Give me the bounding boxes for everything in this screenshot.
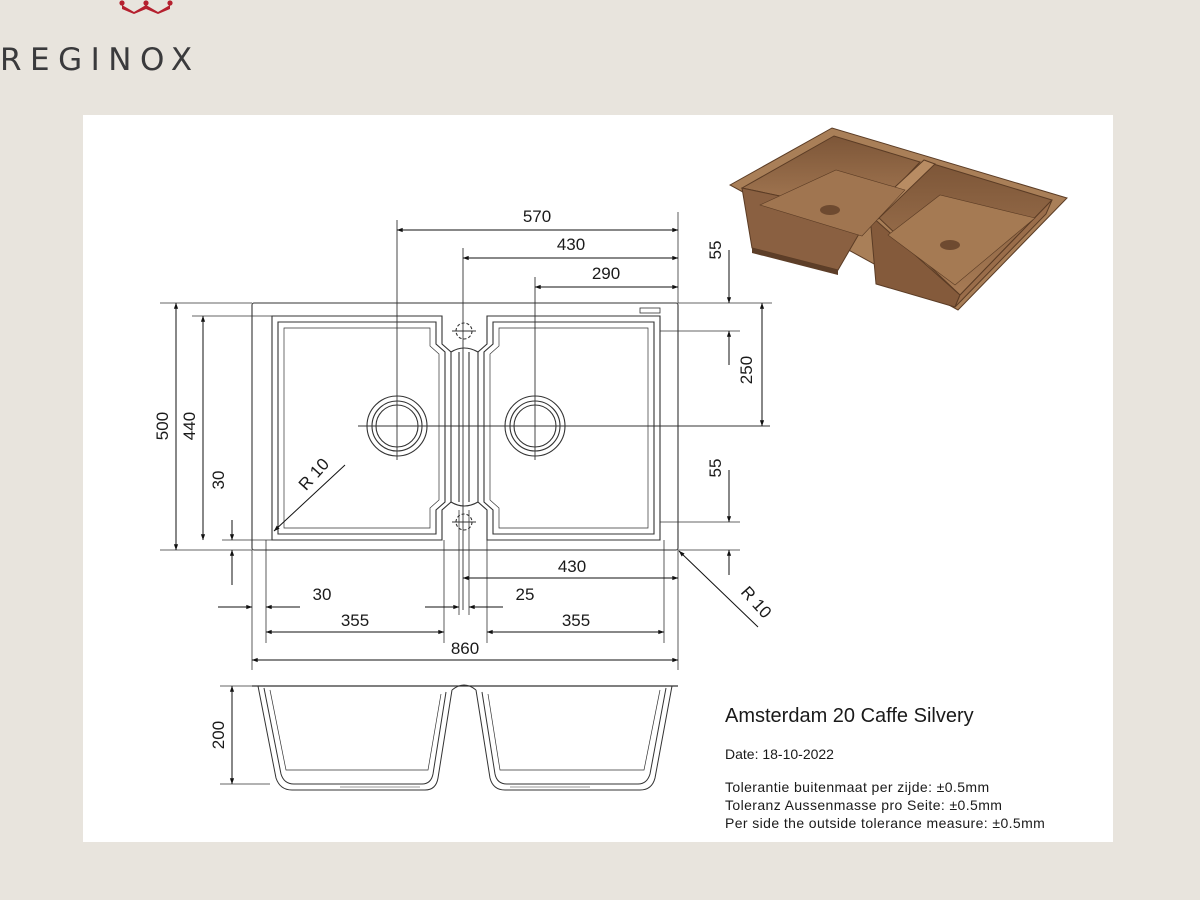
dim-radius-inner: R 10 [295, 455, 333, 494]
sink-plan-view [251, 302, 679, 551]
dimension-lines [173, 227, 765, 785]
brand-wordmark: REGINOX [0, 42, 201, 78]
title-block: Amsterdam 20 Caffe Silvery Date: 18-10-2… [725, 705, 1045, 832]
left-bowl-outline [271, 315, 452, 541]
sink-outer-rim [251, 302, 679, 551]
tolerance-de: Toleranz Aussenmasse pro Seite: ±0.5mm [725, 797, 1003, 813]
dim-430-top: 430 [557, 235, 585, 254]
dim-440: 440 [180, 412, 199, 440]
crown-icon [119, 0, 173, 14]
dim-30-bottom: 30 [313, 585, 332, 604]
dim-355-left: 355 [341, 611, 369, 630]
dim-430-bottom: 430 [558, 557, 586, 576]
brand-logo: REGINOX [0, 0, 300, 85]
dim-250: 250 [737, 356, 756, 384]
dim-200: 200 [209, 721, 228, 749]
dim-860: 860 [451, 639, 479, 658]
tolerance-nl: Tolerantie buitenmaat per zijde: ±0.5mm [725, 779, 990, 795]
drawing-sheet: 570 430 290 500 440 30 55 250 55 R 10 R … [83, 115, 1113, 842]
dimension-labels: 570 430 290 500 440 30 55 250 55 R 10 R … [153, 207, 775, 749]
dim-30-left: 30 [209, 471, 228, 490]
extension-lines [160, 212, 772, 785]
dim-500: 500 [153, 412, 172, 440]
center-lines [358, 220, 770, 610]
dim-355-right: 355 [562, 611, 590, 630]
sink-3d-render [728, 127, 1068, 311]
dim-55-top: 55 [706, 241, 725, 260]
dim-290: 290 [592, 264, 620, 283]
dim-55-bottom: 55 [706, 459, 725, 478]
drawing-date: Date: 18-10-2022 [725, 746, 834, 762]
tolerance-en: Per side the outside tolerance measure: … [725, 815, 1046, 831]
dim-570: 570 [523, 207, 551, 226]
right-bowl-outline [477, 315, 661, 541]
sink-section-view [252, 684, 678, 791]
dim-radius-outer: R 10 [737, 583, 775, 622]
product-title: Amsterdam 20 Caffe Silvery [725, 705, 974, 727]
technical-drawing: 570 430 290 500 440 30 55 250 55 R 10 R … [153, 127, 1068, 791]
overflow-slot [639, 307, 661, 314]
dim-25: 25 [516, 585, 535, 604]
